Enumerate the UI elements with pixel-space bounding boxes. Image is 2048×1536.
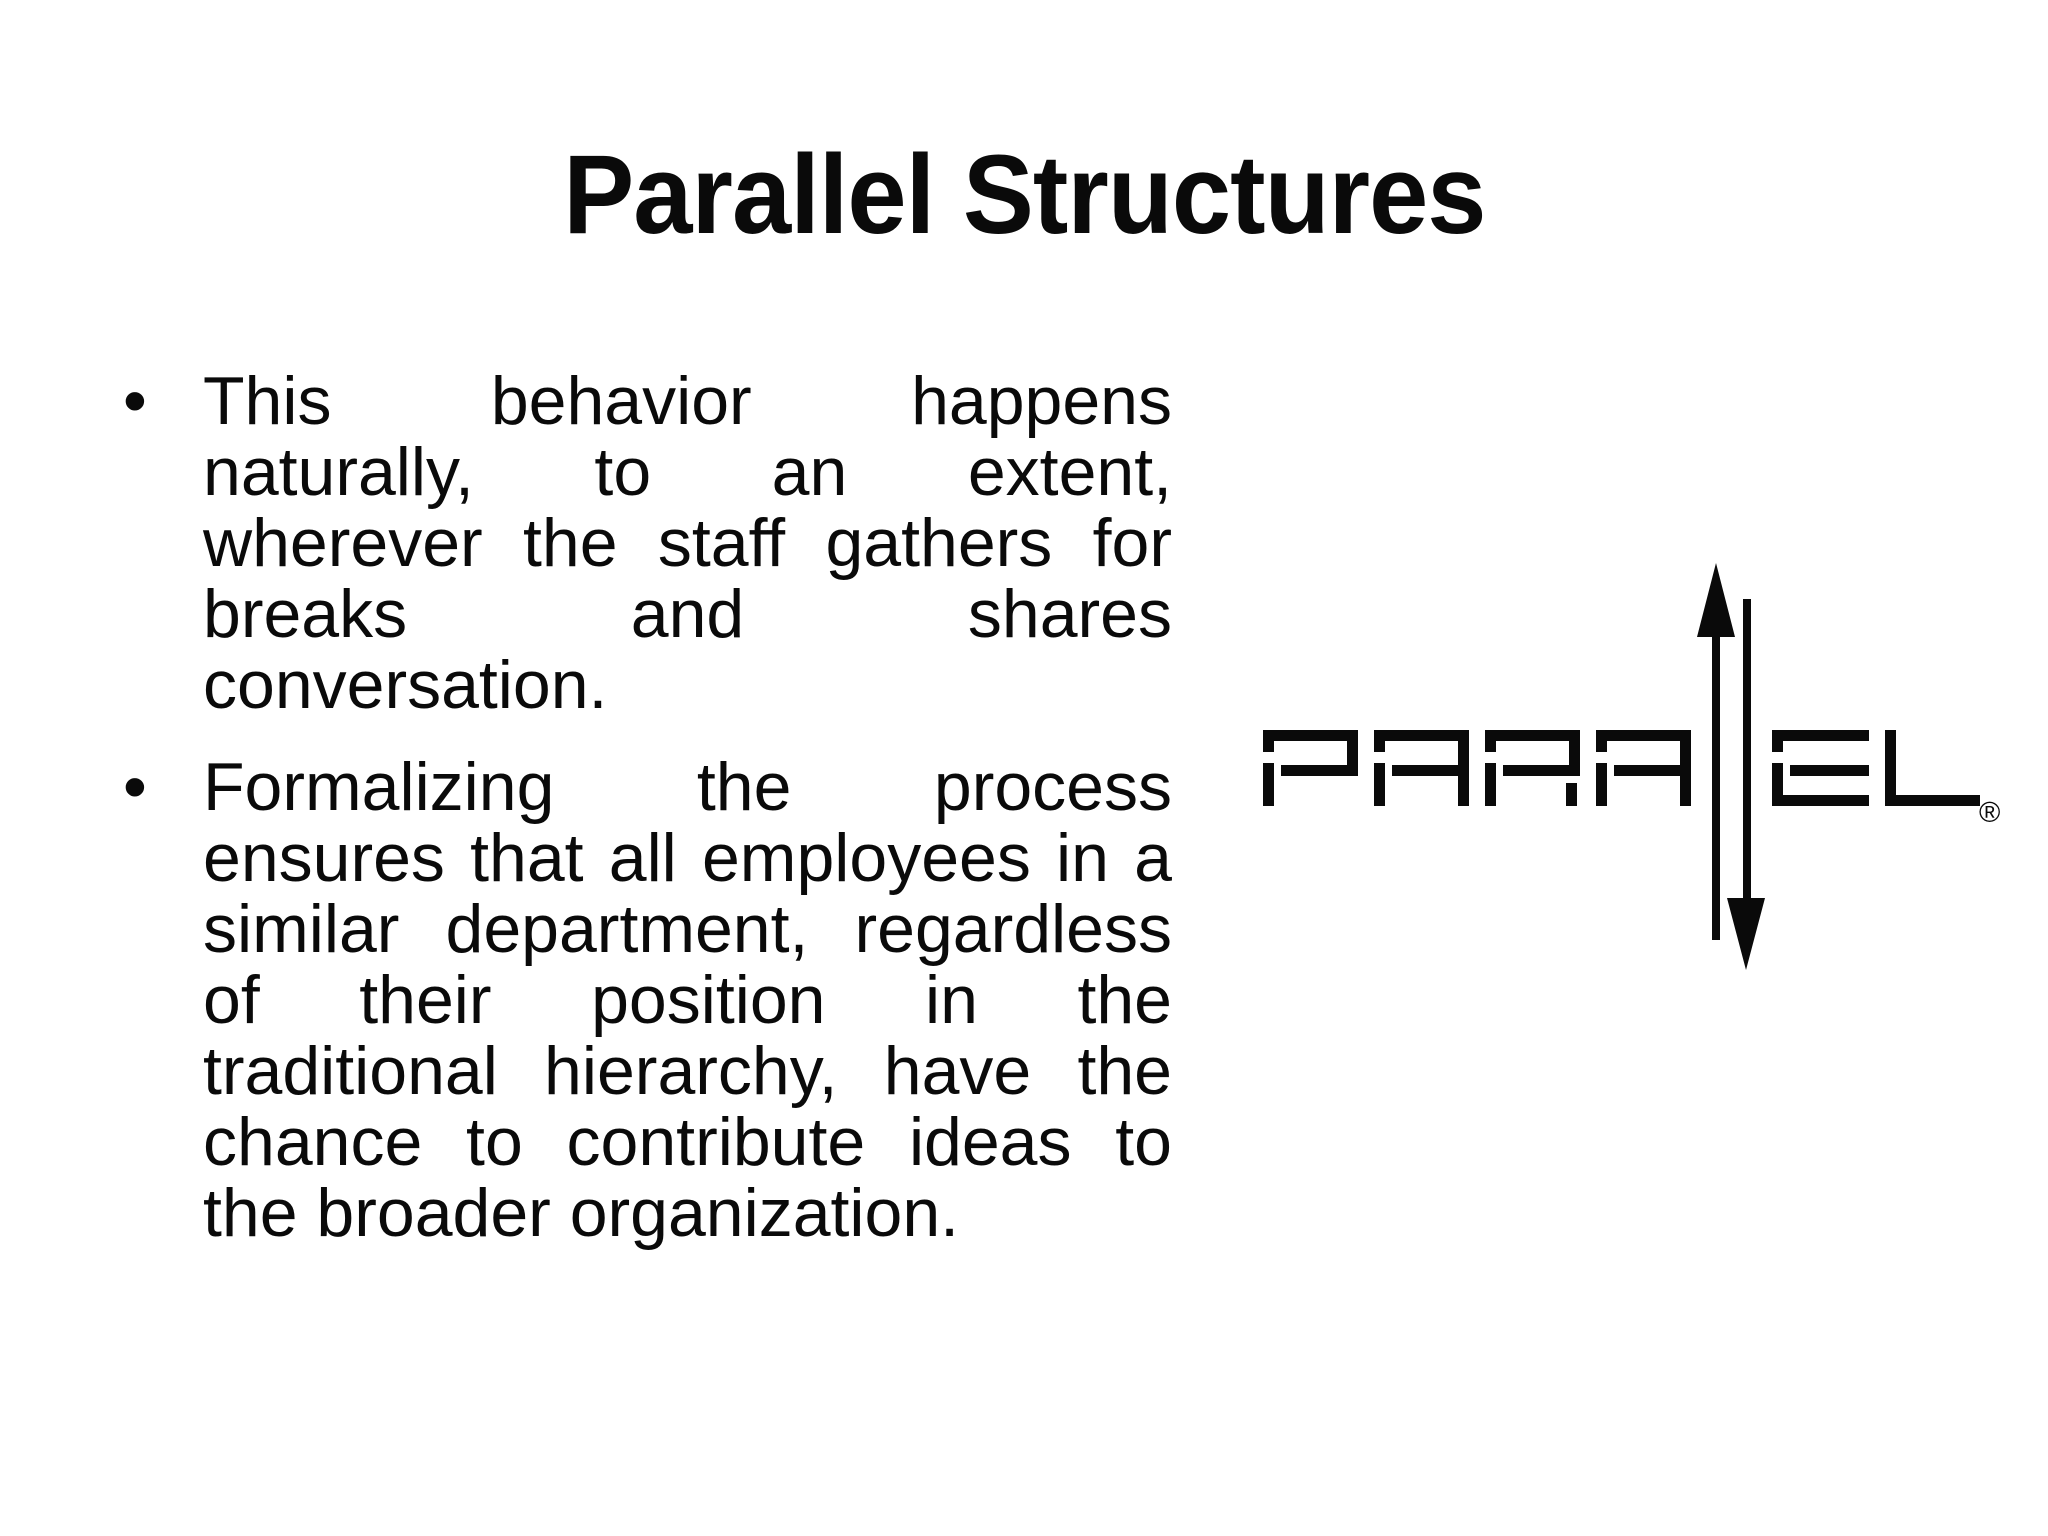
logo-letter-l <box>1885 730 1980 806</box>
text-line: breaks and shares <box>203 576 1172 652</box>
bullet-marker: • <box>123 749 147 825</box>
up-arrow-icon <box>1697 563 1735 940</box>
logo-letter-r <box>1485 730 1580 806</box>
bullet-marker: • <box>123 363 147 439</box>
page-title: Parallel Structures <box>0 125 2048 265</box>
text-line: traditional hierarchy, have the <box>203 1033 1172 1109</box>
logo-letter-a2 <box>1596 730 1691 806</box>
logo-letter-e <box>1772 730 1869 806</box>
text-line: naturally, to an extent, <box>203 434 1172 510</box>
text-line: similar department, regardless <box>203 891 1172 967</box>
page-title-text: Parallel Structures <box>562 132 1486 257</box>
text-line: of their position in the <box>203 962 1172 1038</box>
text-line: conversation. <box>203 647 608 723</box>
text-line: chance to contribute ideas to <box>203 1104 1172 1180</box>
parallel-logo: ® <box>1263 563 2000 970</box>
registered-trademark-icon: ® <box>1979 797 2000 829</box>
down-arrow-icon <box>1727 599 1765 970</box>
text-line: the broader organization. <box>203 1175 960 1251</box>
logo-letter-p <box>1263 730 1358 806</box>
text-line: This behavior happens <box>203 363 1172 439</box>
text-line: wherever the staff gathers for <box>203 505 1172 581</box>
logo-letter-a1 <box>1374 730 1469 806</box>
text-line: Formalizing the process <box>203 749 1172 825</box>
text-line: ensures that all employees in a <box>203 820 1172 896</box>
